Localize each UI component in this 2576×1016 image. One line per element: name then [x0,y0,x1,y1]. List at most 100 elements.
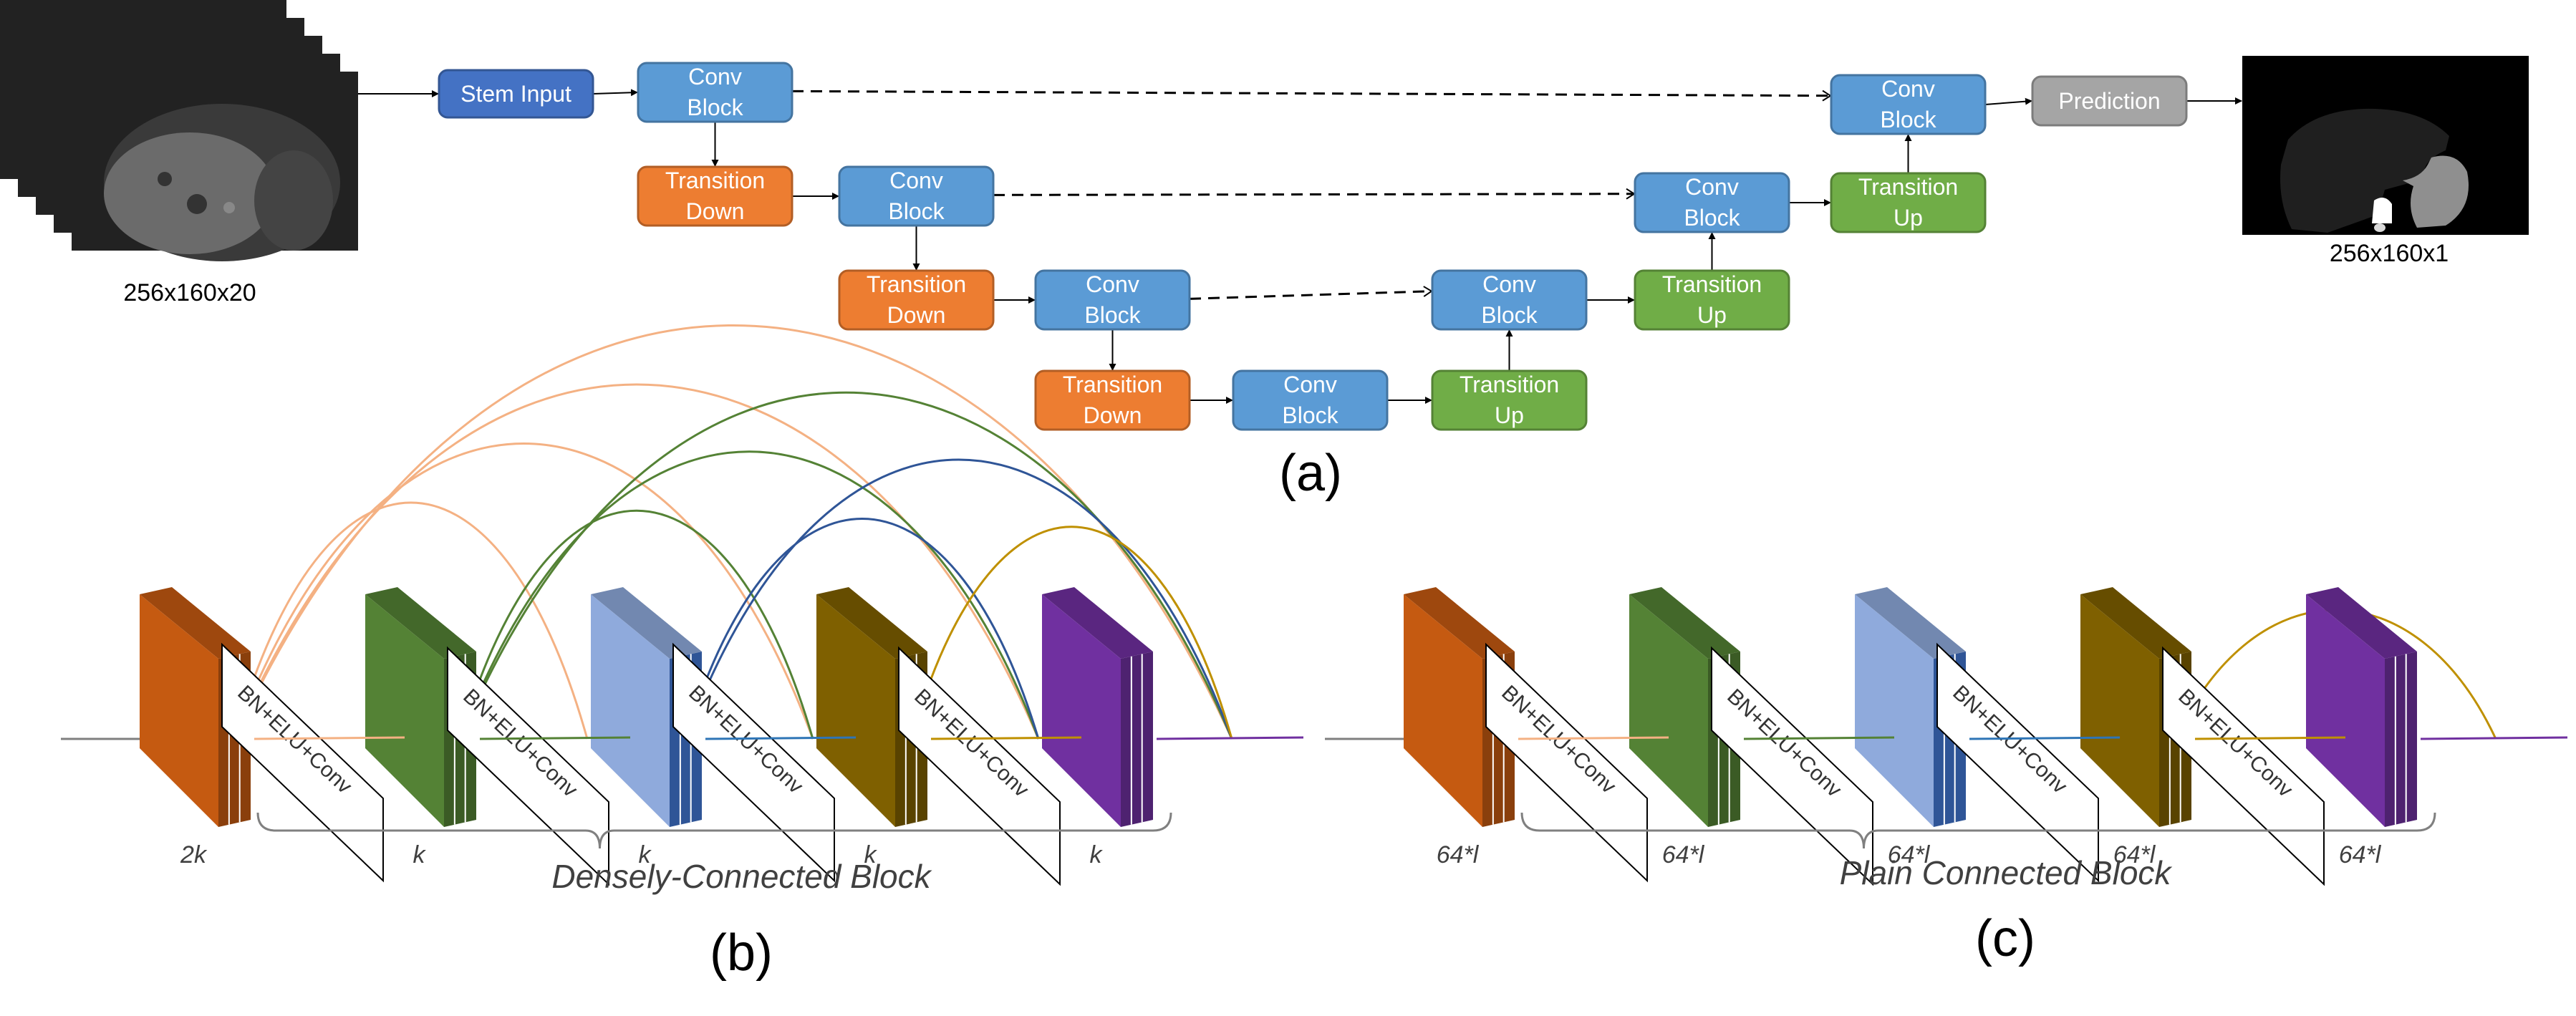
slab-top [591,587,702,659]
slab-channel-label: 64*l [2113,841,2156,869]
sequential-connection [930,736,1082,740]
operation-plane [447,646,609,886]
node-label: Block [1684,205,1740,231]
slab-top [1855,587,1966,659]
panel-b-dense-skip-connections [233,324,1233,740]
skip-connection-arc [233,442,814,740]
edge-stem-to-conv1 [592,89,638,97]
node-pred-pred: Prediction [2031,75,2188,127]
node-label: Conv [688,64,742,89]
slab-channel-label: k [413,841,427,869]
slab-front [591,594,670,827]
slab-top [816,587,927,659]
slab-front [2306,594,2385,827]
edge-conv3-to-conv5 [1189,286,1433,300]
node-label: Transition [665,168,765,193]
node-label: Transition [1662,271,1762,297]
slab-front [365,594,444,827]
feature-map-slab [2306,587,2417,827]
slab-front [140,594,218,827]
skip-connection-arc [910,526,1233,740]
slab-top [2306,587,2417,659]
node-label: Block [1481,302,1538,328]
up-box [1431,369,1588,431]
skip-connection-arc [459,450,1040,740]
operation-plane [1485,642,1648,883]
conv-box [838,165,995,227]
node-label: Conv [1881,76,1935,102]
node-label: Block [687,95,743,120]
node-label: Transition [1063,372,1162,397]
slab-top [140,587,251,659]
node-label: Down [887,302,946,328]
node-label: Conv [1685,174,1739,200]
operation-plane [1711,646,1873,886]
output-segmentation-mask-image [2242,56,2529,235]
skip-connection-arc [459,509,814,740]
up-box [1830,172,1987,233]
slab-channel-label: 64*l [1888,841,1931,869]
sequential-connection [479,736,631,740]
down-box [1034,369,1191,431]
node-label: Down [1084,402,1142,428]
node-label: Block [888,198,945,224]
node-label: Prediction [2058,88,2160,114]
up-box [1634,269,1790,331]
node-label: Transition [1858,174,1958,200]
slab-channel-label: 2k [180,841,208,869]
panel-a-edges [358,89,2242,404]
panel-c-plain-connected-block: 64*lBN+ELU+Conv64*lBN+ELU+Conv64*lBN+ELU… [1325,587,2568,967]
slab-side [2385,652,2417,827]
input-mri-stack-image [0,0,358,261]
slab-front [1855,594,1934,827]
node-label: Block [1084,302,1141,328]
conv-box [1830,74,1987,135]
slab-front [1404,594,1482,827]
output-line [2420,736,2568,740]
panel-c-caption: (c) [1975,910,2035,967]
node-label: Up [1495,402,1524,428]
panel-a-caption: (a) [1279,445,1342,502]
node-label: Stem Input [460,81,571,107]
node-label: Block [1880,107,1936,132]
slab-channel-label: k [864,841,878,869]
block-brace [256,812,1172,849]
node-label: Conv [1086,271,1139,297]
panel-b-caption: (b) [710,924,773,982]
panel-a-nodes: Stem InputConvBlockTransitionDownConvBlo… [438,62,2188,431]
sequential-connection [1518,736,1669,740]
node-label: Up [1894,205,1923,231]
down-box [838,269,995,331]
panel-b-block-title: Densely-Connected Block [551,858,932,895]
sequential-connection [1743,736,1895,740]
conv-box [1634,172,1790,233]
node-label: Transition [867,271,966,297]
slab-front [1042,594,1121,827]
pred-box [2031,75,2188,127]
node-label: Transition [1460,372,1559,397]
slab-channel-label: k [1090,841,1104,869]
conv-box [637,62,793,123]
edge-conv1-to-conv7 [791,89,1832,102]
operation-plane [1936,642,2099,883]
slab-channel-label: 64*l [2339,841,2382,869]
node-label: Up [1697,302,1727,328]
stem-box [438,69,594,119]
panel-b-layers: 2kBN+ELU+ConvkBN+ELU+ConvkBN+ELU+ConvkBN… [61,587,1304,886]
slab-top [1404,587,1515,659]
slab-channel-label: 64*l [1662,841,1705,869]
output-line [1156,736,1304,740]
slab-front [1629,594,1708,827]
